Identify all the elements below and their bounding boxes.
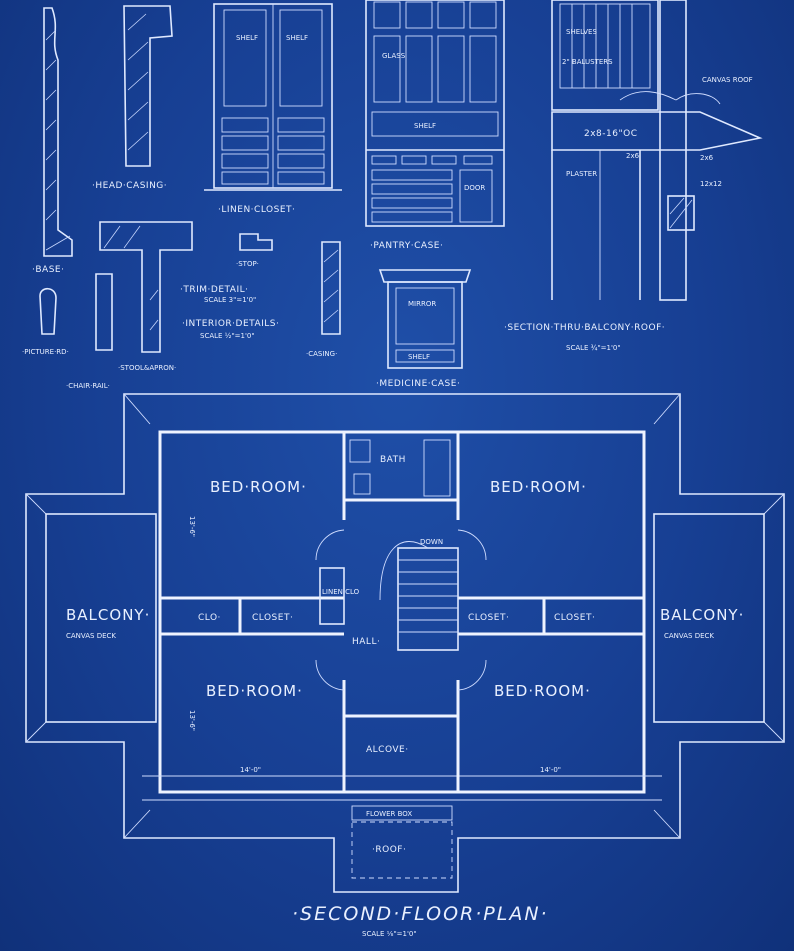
linen-clo-label: LINEN CLO: [322, 588, 360, 596]
picture-rd-label: ·PICTURE·RD·: [22, 348, 69, 356]
stop-label: ·STOP·: [236, 260, 259, 268]
interior-details-scale: SCALE ½"=1'0": [200, 332, 255, 340]
bath-label: BATH: [380, 455, 406, 465]
pantry-case-label: ·PANTRY·CASE·: [370, 241, 443, 251]
base-label: ·BASE·: [32, 265, 64, 275]
medicine-case-label: ·MEDICINE·CASE·: [376, 379, 460, 389]
size-12x12-label: 12x12: [700, 180, 722, 188]
closet-west-label: CLOSET·: [252, 613, 293, 623]
clo-label: CLO·: [198, 613, 221, 623]
casing-label: ·CASING·: [306, 350, 337, 358]
canvas-deck-west-label: CANVAS DECK: [66, 632, 116, 640]
hall-label: HALL·: [352, 637, 380, 647]
canvas-deck-east-label: CANVAS DECK: [664, 632, 714, 640]
pantry-glass-label: GLASS: [382, 52, 406, 60]
chair-rail: ·STOOL&APRON· ·CHAIR·RAIL·: [66, 221, 193, 390]
head-casing-label: ·HEAD·CASING·: [92, 181, 167, 191]
interior-details-title: ·INTERIOR·DETAILS·: [182, 319, 279, 329]
joist-label: 2x8-16"OC: [584, 129, 638, 139]
shelf-label: SHELF: [236, 34, 258, 42]
stair-down-label: DOWN: [420, 538, 443, 546]
closet-east-2-label: CLOSET·: [554, 613, 595, 623]
head-casing: ·HEAD·CASING·: [92, 5, 173, 191]
dim-vertical-2: 13'-6": [188, 710, 196, 731]
balcony-east: [653, 513, 765, 723]
bedroom-ne-label: BED·ROOM·: [490, 478, 587, 496]
picture-rd: ·PICTURE·RD·: [22, 287, 69, 356]
linen-closet-label: ·LINEN·CLOSET·: [218, 205, 295, 215]
linen-closet-elevation: SHELF SHELF ·LINEN·CLOSET·: [204, 3, 342, 215]
pantry-case-elevation: GLASS SHELF DOOR ·PANTRY·CASE·: [365, 0, 505, 251]
pantry-door-label: DOOR: [464, 184, 485, 192]
trim-detail-title: ·TRIM·DETAIL·: [180, 285, 249, 295]
balcony-west: [45, 513, 157, 723]
shelves-label: SHELVES: [566, 28, 597, 36]
roof-outline: [25, 393, 785, 893]
porch-roof-label: ·ROOF·: [372, 845, 406, 855]
section-scale: SCALE ¾"=1'0": [566, 344, 621, 352]
bedroom-sw-label: BED·ROOM·: [206, 682, 303, 700]
dim-west: 14'-0": [240, 766, 261, 774]
porch-roof: [351, 821, 453, 879]
canvas-roof-label-1: CANVAS ROOF: [702, 76, 753, 84]
door-swings: [315, 529, 487, 691]
balusters-label: 2" BALUSTERS: [562, 58, 613, 66]
balcony-east-label: BALCONY·: [660, 606, 744, 624]
trim-detail-scale: SCALE 3"=1'0": [204, 296, 256, 304]
floor-plan: DOWN BED·ROOM· BED·ROOM· BED·ROOM· BED·R…: [25, 393, 785, 938]
medicine-shelf-label: SHELF: [408, 353, 430, 361]
plan-title: ·SECOND·FLOOR·PLAN·: [292, 903, 549, 925]
exterior-walls: [158, 430, 646, 794]
size-2x6-label-2: 2x6: [700, 154, 714, 162]
staircase: DOWN: [379, 538, 459, 651]
stop-detail: ·STOP·: [236, 233, 273, 268]
stool-apron-label: ·STOOL&APRON·: [118, 364, 176, 372]
medicine-case-elevation: MIRROR SHELF ·MEDICINE·CASE·: [376, 269, 472, 389]
bath-fixtures: [349, 439, 451, 497]
plaster-label: PLASTER: [566, 170, 597, 178]
shelf-label-2: SHELF: [286, 34, 308, 42]
plan-scale: SCALE ⅛"=1'0": [362, 930, 417, 938]
bedroom-nw-label: BED·ROOM·: [210, 478, 307, 496]
pantry-shelf-label: SHELF: [414, 122, 436, 130]
size-2x6-label: 2x6: [626, 152, 640, 160]
base-molding: ·BASE·: [32, 7, 73, 275]
balcony-section: SHELVES 2" BALUSTERS CANVAS ROOF 2x8-16"…: [504, 0, 763, 352]
alcove-label: ALCOVE·: [366, 745, 409, 755]
trim-detail-titles: ·TRIM·DETAIL· SCALE 3"=1'0" ·INTERIOR·DE…: [180, 285, 279, 340]
chair-rail-label: ·CHAIR·RAIL·: [66, 382, 110, 390]
dim-east: 14'-0": [540, 766, 561, 774]
interior-walls: [160, 432, 644, 792]
details-group: ·BASE· ·HEAD·CASING· ·PICTURE·RD· ·STOOL…: [22, 0, 763, 390]
balcony-west-label: BALCONY·: [66, 606, 150, 624]
medicine-mirror-label: MIRROR: [408, 300, 436, 308]
dim-vertical-1: 13'-6": [188, 516, 196, 537]
closet-east-1-label: CLOSET·: [468, 613, 509, 623]
bedroom-se-label: BED·ROOM·: [494, 682, 591, 700]
section-title: ·SECTION·THRU·BALCONY·ROOF·: [504, 323, 665, 333]
flower-box: [351, 805, 453, 821]
flower-box-label: FLOWER BOX: [366, 810, 412, 818]
casing-detail: ·CASING·: [306, 241, 341, 358]
